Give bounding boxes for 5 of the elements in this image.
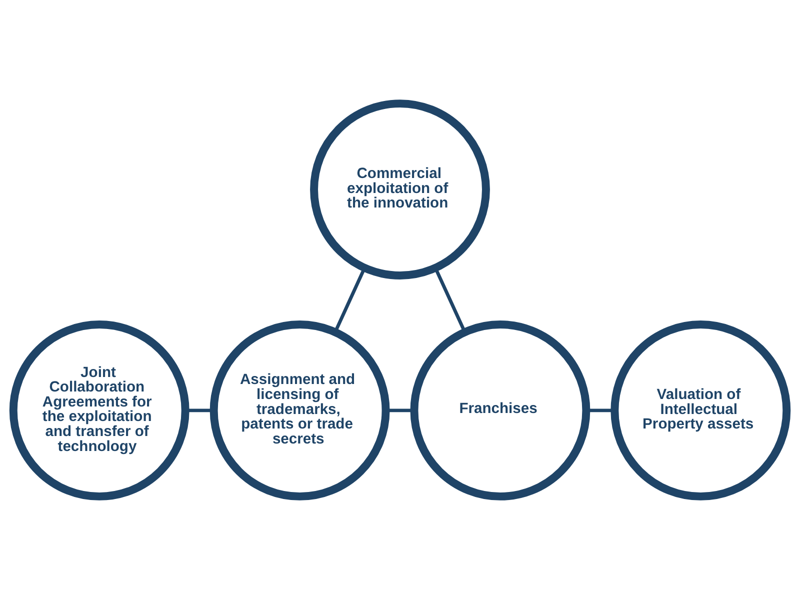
node-circle: Joint Collaboration Agreements for the exploitation and transfer of technology: [9, 320, 190, 500]
node-circle: Assignment and licensing of trademarks, patents or trade secrets: [210, 320, 390, 500]
node-circle: Commercial exploitation of the innovation: [310, 100, 490, 280]
node-circle: Valuation of Intellectual Property assets: [610, 320, 791, 500]
node-circle: Franchises: [410, 320, 590, 500]
